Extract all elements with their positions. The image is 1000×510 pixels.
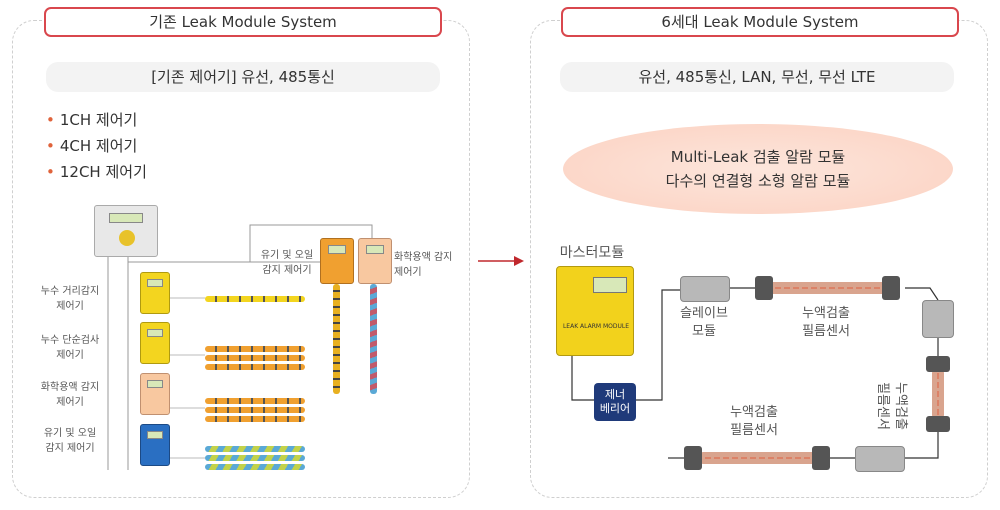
sensor-cable — [205, 398, 305, 404]
oil-sensor-cable — [333, 284, 340, 394]
sensor-cable — [205, 296, 305, 302]
slave-module — [855, 446, 905, 472]
sensor-connector — [812, 446, 830, 470]
12ch-controller — [94, 205, 158, 257]
multi-leak-ellipse: Multi-Leak 검출 알람 모듈 다수의 연결형 소형 알람 모듈 — [563, 124, 953, 214]
chem-row-controller — [140, 373, 170, 415]
sensor-cable — [205, 346, 305, 352]
gen6-subtitle: 유선, 485통신, LAN, 무선, 무선 LTE — [560, 62, 954, 92]
sensor-cable — [205, 455, 305, 461]
chem-controller — [358, 238, 392, 284]
sensor-connector — [882, 276, 900, 300]
slave-module — [922, 300, 954, 338]
slave-module — [680, 276, 730, 302]
chem-sensor-cable — [370, 284, 377, 394]
sensor-connector — [926, 356, 950, 372]
master-module: LEAK ALARM MODULE — [556, 266, 634, 356]
sensor-cable — [205, 416, 305, 422]
legacy-system-title: 기존 Leak Module System — [44, 7, 442, 37]
sensor-cable — [205, 364, 305, 370]
water-distance-controller — [140, 272, 170, 314]
water-simple-controller — [140, 322, 170, 364]
sensor-cable — [205, 407, 305, 413]
sensor-cable — [205, 446, 305, 452]
sensor-connector — [684, 446, 702, 470]
oil-controller — [320, 238, 354, 284]
sensor-connector — [926, 416, 950, 432]
transition-arrow-icon — [478, 256, 524, 266]
gen6-system-title: 6세대 Leak Module System — [561, 7, 959, 37]
controller-list-item: •4CH 제어기 — [46, 137, 138, 155]
controller-list-item: •12CH 제어기 — [46, 163, 147, 181]
oil-row-controller — [140, 424, 170, 466]
sensor-connector — [755, 276, 773, 300]
legacy-subtitle: [기존 제어기] 유선, 485통신 — [46, 62, 440, 92]
sensor-cable — [205, 355, 305, 361]
controller-list-item: •1CH 제어기 — [46, 111, 138, 129]
controller-list: •1CH 제어기 •4CH 제어기 •12CH 제어기 — [46, 107, 147, 185]
master-module-label: 마스터모듈 — [559, 245, 625, 261]
sensor-cable — [205, 464, 305, 470]
master-device-text: LEAK ALARM MODULE — [562, 323, 630, 330]
